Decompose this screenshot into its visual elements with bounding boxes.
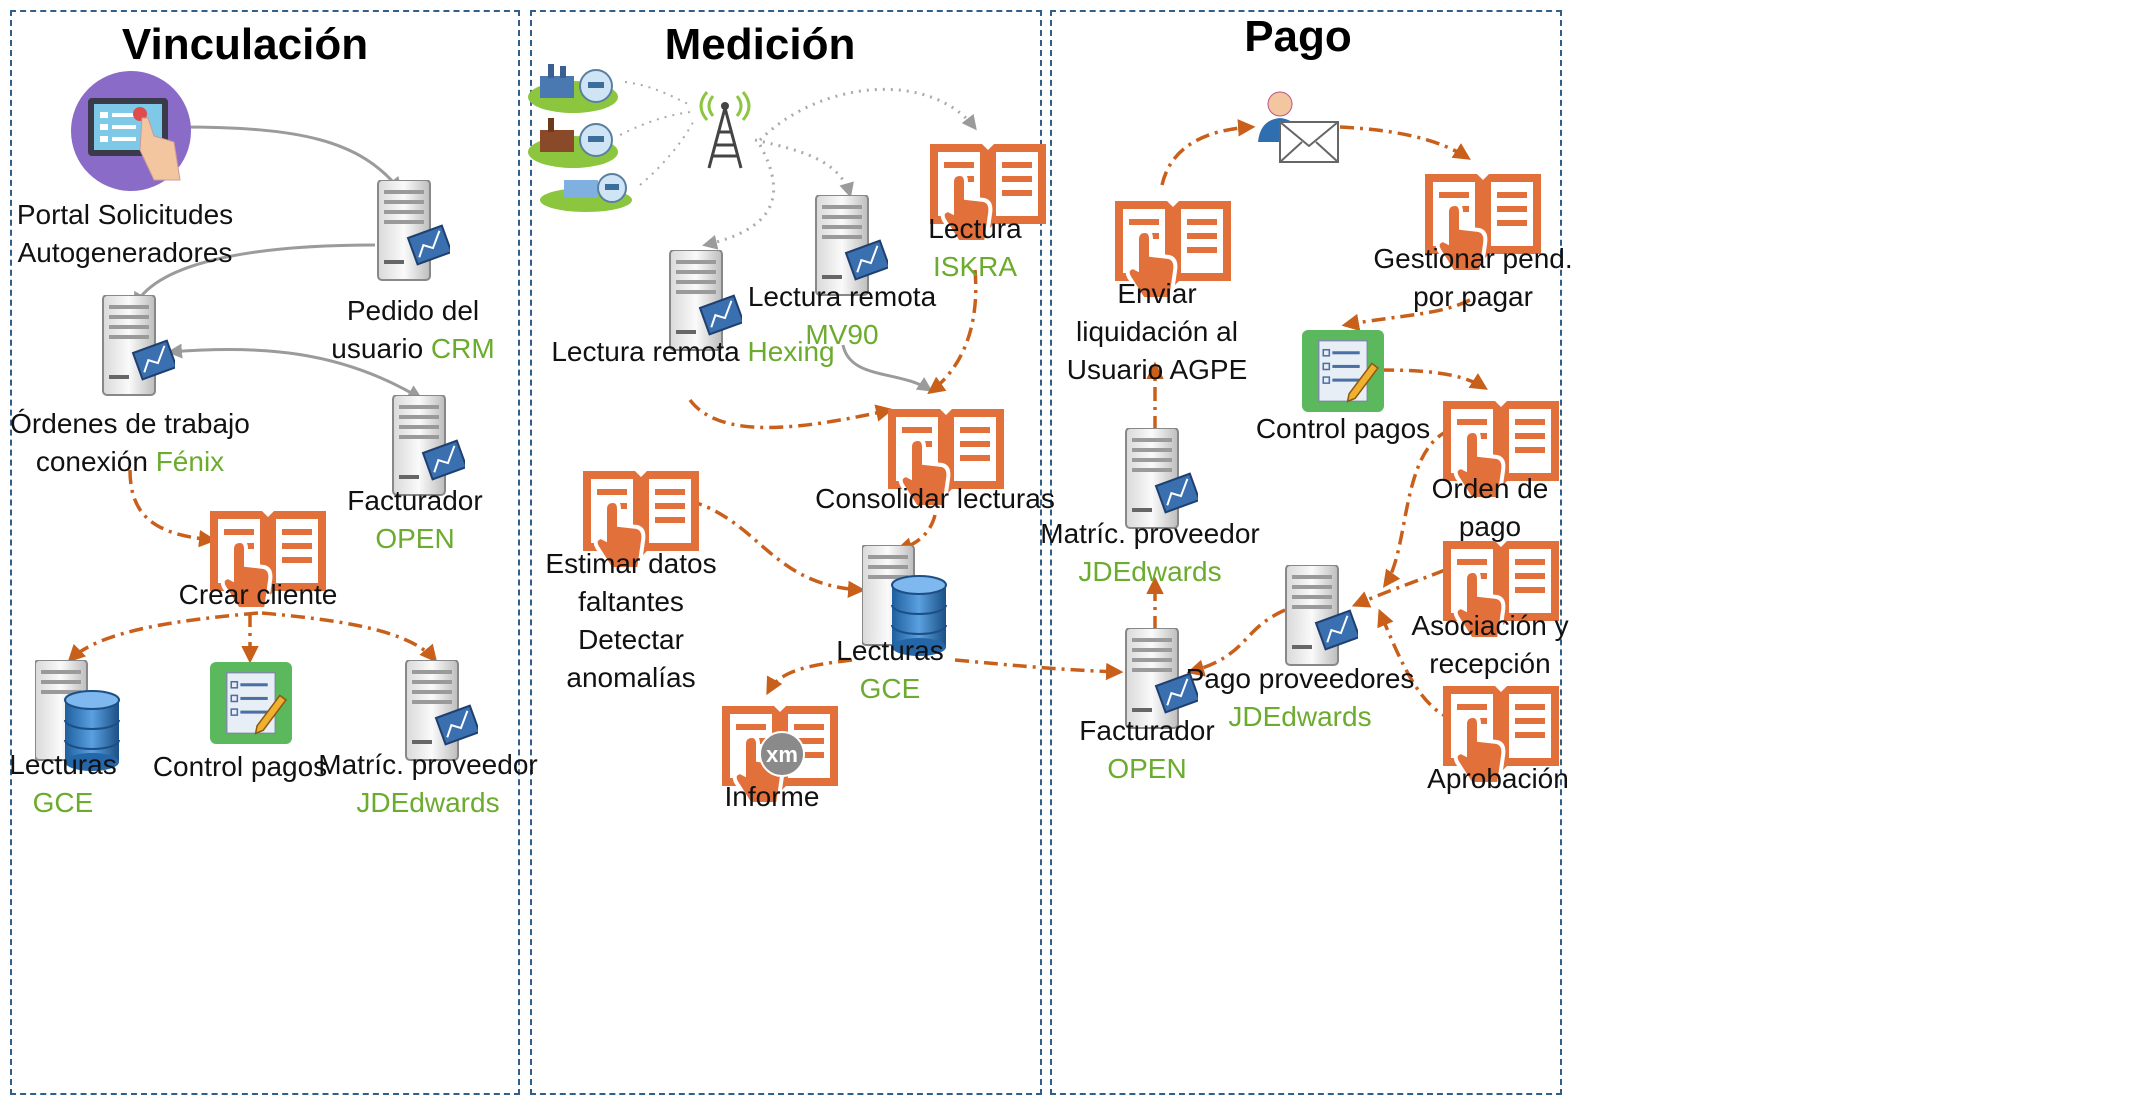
aprobacion-label: Aprobación xyxy=(1427,763,1569,794)
matric-p-system: JDEdwards xyxy=(1078,556,1222,587)
control-pagos-p-label: Control pagos xyxy=(1255,413,1431,444)
estimar-line4: anomalías xyxy=(566,662,696,693)
mail-user-icon xyxy=(1258,91,1339,163)
xm-badge-text: xm xyxy=(766,742,798,767)
checklist-icon xyxy=(1302,330,1384,412)
pedido-system: CRM xyxy=(430,333,495,364)
estimar-line3: Detectar xyxy=(578,624,684,655)
informe-label: Informe xyxy=(724,781,820,812)
remota-hexing-system: Hexing xyxy=(747,336,835,367)
facturador-v-system: OPEN xyxy=(375,523,455,554)
xm-badge-icon: xm xyxy=(759,731,805,777)
orden-line2: pago xyxy=(1458,511,1522,542)
portal-label: Portal Solicitudes Autogeneradores xyxy=(17,196,233,272)
facturador-p-system: OPEN xyxy=(1107,753,1187,784)
panel-medicion xyxy=(530,10,1042,1095)
panel-pago xyxy=(1050,10,1562,1095)
gestionar-line1: Gestionar pend. xyxy=(1373,243,1573,274)
ordenes-line1: Órdenes de trabajo xyxy=(10,408,250,439)
panel-title-pago: Pago xyxy=(1244,12,1352,61)
ordenes-label: Órdenes de trabajo conexión Fénix xyxy=(10,405,250,481)
matric-v-label: Matríc. proveedor JDEdwards xyxy=(318,746,537,822)
crear-cliente-label: Crear cliente xyxy=(178,579,338,610)
ordenes-line2: conexión xyxy=(35,446,148,477)
estimar-line1: Estimar datos xyxy=(545,548,717,579)
lectura-iskra-line1: Lectura xyxy=(928,213,1022,244)
estimar-line2: faltantes xyxy=(578,586,684,617)
remota-mv90-label: Lectura remota MV90 xyxy=(748,278,936,354)
orden-line1: Orden de xyxy=(1431,473,1549,504)
pedido-line1: Pedido del xyxy=(346,295,480,326)
factory-meter-icon xyxy=(528,64,632,212)
facturador-p-label: Facturador OPEN xyxy=(1079,712,1214,788)
lecturas-v-line1: Lecturas xyxy=(9,749,117,780)
consolidar-label: Consolidar lecturas xyxy=(815,483,1055,514)
remota-mv90-line1: Lectura remota xyxy=(747,281,937,312)
lectura-iskra-label: Lectura ISKRA xyxy=(928,210,1021,286)
gestionar-line2: por pagar xyxy=(1413,281,1533,312)
asociacion-line1: Asociación y xyxy=(1411,610,1569,641)
lecturas-m-label: Lecturas GCE xyxy=(836,632,943,708)
lecturas-v-label: Lecturas GCE xyxy=(9,746,116,822)
checklist-icon xyxy=(210,662,292,744)
panel-vinculacion xyxy=(10,10,520,1095)
gestionar-label: Gestionar pend. por pagar xyxy=(1373,240,1572,316)
matric-v-system: JDEdwards xyxy=(356,787,500,818)
estimar-label: Estimar datos faltantes Detectar anomalí… xyxy=(545,545,716,697)
server-icon xyxy=(102,295,175,396)
enviar-line2: liquidación al xyxy=(1076,316,1238,347)
tablet-touch-icon xyxy=(71,71,191,191)
facturador-v-label: Facturador OPEN xyxy=(347,482,482,558)
lecturas-m-system: GCE xyxy=(859,673,921,704)
server-icon xyxy=(377,180,450,281)
remota-mv90-system: MV90 xyxy=(805,319,879,350)
orden-label: Orden de pago xyxy=(1432,470,1549,546)
lecturas-m-line1: Lecturas xyxy=(836,635,944,666)
ordenes-line2-wrap: conexión Fénix xyxy=(10,443,250,481)
matric-p-line1: Matríc. proveedor xyxy=(1040,518,1260,549)
panel-title-medicion: Medición xyxy=(664,20,856,69)
pago-prov-line1: Pago proveedores xyxy=(1185,663,1415,694)
remota-hexing-label: Lectura remota Hexing xyxy=(551,333,834,371)
remota-hexing-line1: Lectura remota xyxy=(551,336,740,367)
antenna-icon xyxy=(699,91,751,169)
enviar-line1: Enviar xyxy=(1117,278,1197,309)
lecturas-v-system: GCE xyxy=(32,787,94,818)
matric-v-line1: Matríc. proveedor xyxy=(318,749,538,780)
matric-p-label: Matríc. proveedor JDEdwards xyxy=(1040,515,1259,591)
lectura-iskra-system: ISKRA xyxy=(932,251,1018,282)
enviar-label: Enviar liquidación al Usuario AGPE xyxy=(1067,275,1248,389)
asociacion-line2: recepción xyxy=(1429,648,1551,679)
asociacion-label: Asociación y recepción xyxy=(1411,607,1568,683)
pago-prov-system: JDEdwards xyxy=(1228,701,1372,732)
ordenes-system: Fénix xyxy=(155,446,225,477)
server-icon xyxy=(1285,565,1358,666)
pedido-line2-wrap: usuario CRM xyxy=(331,330,494,368)
enviar-line3: Usuario AGPE xyxy=(1066,354,1248,385)
facturador-p-line1: Facturador xyxy=(1079,715,1215,746)
control-pagos-v-label: Control pagos xyxy=(152,751,328,782)
pago-prov-label: Pago proveedores JDEdwards xyxy=(1186,660,1415,736)
pedido-line2: usuario xyxy=(331,333,424,364)
portal-line2: Autogeneradores xyxy=(17,237,233,268)
panel-title-vinculacion: Vinculación xyxy=(121,20,369,69)
facturador-v-line1: Facturador xyxy=(347,485,483,516)
pedido-label: Pedido del usuario CRM xyxy=(331,292,494,368)
portal-line1: Portal Solicitudes xyxy=(16,199,234,230)
